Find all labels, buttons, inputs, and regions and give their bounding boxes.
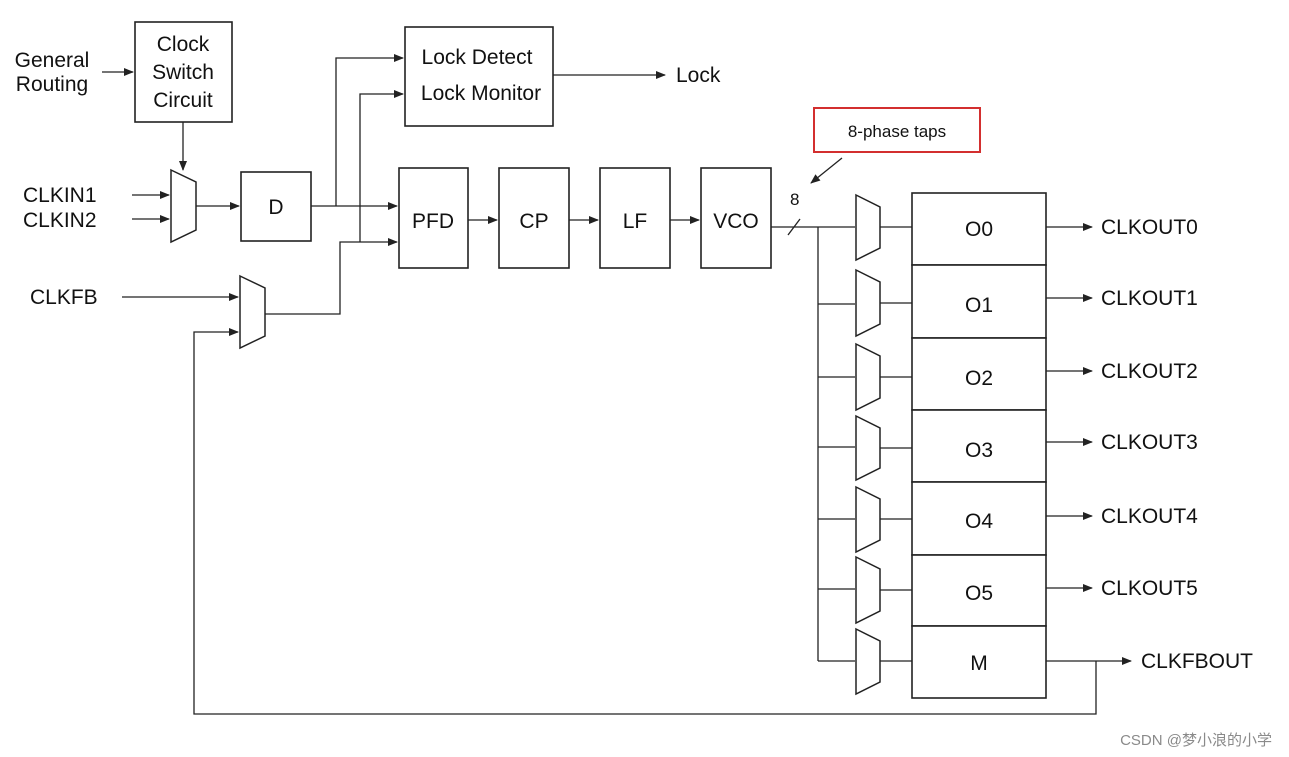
counter-o1-box (911, 264, 1047, 339)
counter-m-box (911, 625, 1047, 699)
clkout3-label: CLKOUT3 (1101, 431, 1198, 454)
clkout5-label: CLKOUT5 (1101, 577, 1198, 600)
clkout4-label: CLKOUT4 (1101, 505, 1198, 528)
clock-switch-label-line2: Switch (152, 61, 214, 84)
clkin1-label: CLKIN1 (23, 184, 97, 207)
cp-label: CP (519, 210, 548, 233)
clkfbout-label: CLKFBOUT (1141, 650, 1253, 673)
clkfb-mux (239, 274, 266, 350)
d-to-lock-detect-wire (335, 54, 404, 206)
counter-m-label: M (970, 652, 988, 675)
clkin2-label: CLKIN2 (23, 209, 97, 232)
clkin-mux (170, 168, 197, 244)
counter-o4-box (911, 481, 1047, 556)
phase-taps-arrow (810, 157, 843, 184)
lock-monitor-label: Lock Monitor (421, 82, 541, 105)
clock-switch-label-line1: Clock (157, 33, 210, 56)
lf-box (599, 167, 671, 269)
clkout2-label: CLKOUT2 (1101, 360, 1198, 383)
vco-box (700, 167, 772, 269)
feedback-loop-wire (193, 328, 1097, 715)
bus-width-label: 8 (790, 190, 799, 209)
d-divider-box (240, 171, 312, 242)
lock-detect-label: Lock Detect (422, 46, 533, 69)
output-mux-3 (855, 414, 881, 482)
bus-slash (787, 218, 801, 236)
counter-o2-label: O2 (965, 367, 993, 390)
lock-detect-monitor-box (404, 26, 554, 127)
output-mux-4 (855, 485, 881, 554)
phase-taps-callout (813, 107, 981, 153)
output-mux-m (855, 627, 881, 696)
counter-o0-label: O0 (965, 218, 993, 241)
general-routing-label-line2: Routing (16, 73, 88, 96)
pfd-label: PFD (412, 210, 454, 233)
pfd-box (398, 167, 469, 269)
cp-box (498, 167, 570, 269)
counter-o1-label: O1 (965, 294, 993, 317)
d-divider-label: D (268, 196, 283, 219)
counter-o5-label: O5 (965, 582, 993, 605)
watermark-text: CSDN @梦小浪的小学 (1120, 732, 1272, 749)
lf-label: LF (623, 210, 648, 233)
output-mux-5 (855, 555, 881, 625)
counter-o4-label: O4 (965, 510, 993, 533)
clkfb-label: CLKFB (30, 286, 98, 309)
general-routing-label-line1: General (15, 49, 90, 72)
counter-o2-box (911, 337, 1047, 411)
clock-switch-label-line3: Circuit (153, 89, 213, 112)
phase-taps-label: 8-phase taps (848, 122, 946, 141)
clkout1-label: CLKOUT1 (1101, 287, 1198, 310)
counter-o3-label: O3 (965, 439, 993, 462)
counter-o3-box (911, 409, 1047, 483)
output-mux-1 (855, 268, 881, 338)
fb-mux-to-pfd-wire (265, 238, 398, 315)
lock-output-label: Lock (676, 64, 721, 87)
clkout0-label: CLKOUT0 (1101, 216, 1198, 239)
clock-switch-circuit-box (134, 21, 233, 123)
vco-label: VCO (713, 210, 759, 233)
fb-to-lock-monitor-wire (359, 90, 404, 242)
output-mux-2 (855, 342, 881, 412)
counter-o0-box (911, 192, 1047, 266)
output-mux-0 (855, 193, 881, 262)
